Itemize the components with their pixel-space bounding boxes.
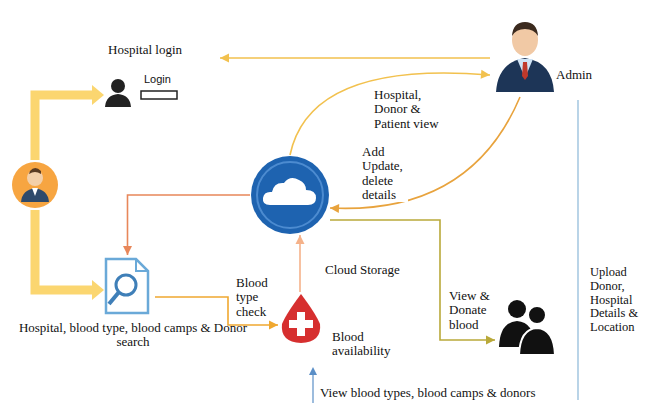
node-label: Blood availability (332, 330, 404, 359)
upward-arrow (309, 367, 317, 403)
search-icon: Hospital, blood type, blood camps & Dono… (100, 255, 155, 317)
login-icon: Hospital loginLogin (100, 43, 220, 110)
arrowhead (269, 321, 278, 330)
node-label: Hospital, blood type, blood camps & Dono… (8, 321, 258, 350)
arrowhead (220, 54, 229, 63)
edge-label: Hospital, Donor & Patient view (374, 88, 452, 131)
node-label: Blood type check (236, 276, 276, 319)
admin-icon: Admin (490, 12, 610, 97)
connector-line (290, 73, 490, 155)
connector-line (220, 57, 490, 59)
blood-drop: Blood type checkBlood availability (278, 292, 324, 344)
annotation-text: Upload Donor, Hospital Details & Locatio… (590, 266, 645, 335)
donors-icon: View & Donate blood (495, 295, 560, 357)
connector-line (128, 195, 251, 255)
connector-line (330, 220, 495, 340)
cloud-storage: Cloud Storage (250, 155, 330, 235)
annotation-text: View blood types, blood camps & donors (320, 386, 580, 400)
connector (330, 220, 495, 345)
search-icon-graphic (100, 255, 155, 317)
user-icon (12, 85, 104, 300)
node-label: Hospital login (108, 43, 208, 57)
edge-label: Add Update, delete details (362, 145, 408, 202)
node-label: Login (144, 73, 184, 85)
arrowhead (486, 336, 495, 345)
node-label: View & Donate blood (449, 289, 493, 332)
connector (290, 70, 490, 155)
divider-line (577, 100, 578, 400)
node-label: Admin (556, 68, 606, 82)
arrowhead (123, 246, 132, 255)
admin-icon-graphic (490, 12, 610, 97)
connector (220, 54, 490, 63)
arrowhead (481, 70, 490, 79)
arrowhead (330, 204, 339, 213)
cloud-storage-graphic (250, 155, 330, 235)
arrowhead (296, 235, 305, 244)
donors-icon-graphic (495, 295, 560, 357)
connector (296, 235, 305, 292)
blood-drop-graphic (278, 292, 324, 344)
connector (123, 195, 250, 255)
node-label: Cloud Storage (325, 263, 420, 277)
